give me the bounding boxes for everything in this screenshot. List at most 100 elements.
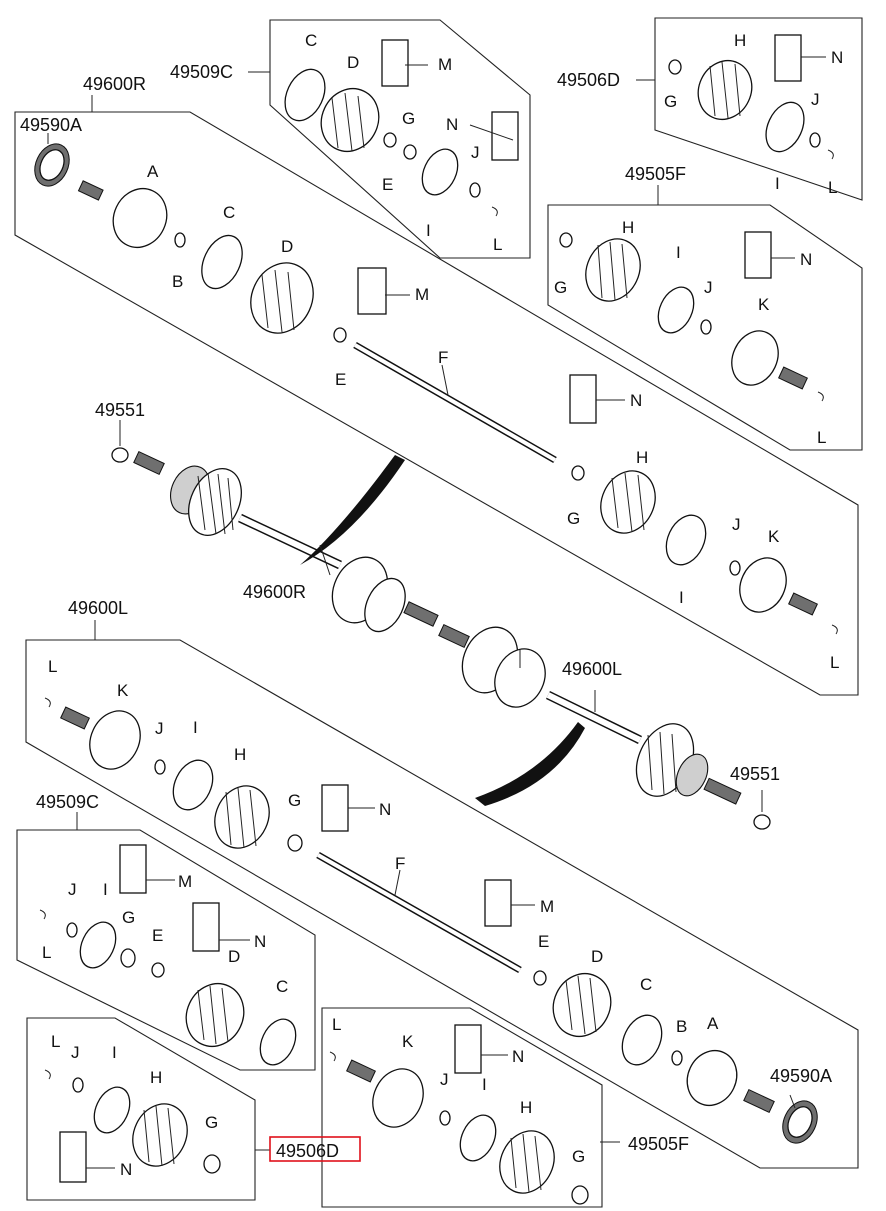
letter-h: H — [636, 448, 648, 467]
front-left-driveshaft — [438, 623, 771, 830]
letter-g-kit-top: G — [402, 109, 415, 128]
letter-g-bottom: G — [288, 791, 301, 810]
label-nut-49551-top: 49551 — [95, 400, 145, 420]
highlight-box-49506d — [269, 1136, 361, 1162]
letter-j-d-bottom: J — [71, 1043, 80, 1062]
letter-k-f-top: K — [758, 295, 770, 314]
letter-c-bottom: C — [640, 975, 652, 994]
nut-49551-top — [111, 447, 129, 463]
leader-lines — [47, 56, 826, 1169]
letter-a: A — [147, 162, 159, 181]
letter-i-kit-bottom: I — [103, 880, 108, 899]
letter-n: N — [630, 391, 642, 410]
letter-i-d-bottom: I — [112, 1043, 117, 1062]
letter-k-bottom: K — [117, 681, 129, 700]
kit-49505f-bottom-box — [321, 1007, 603, 1208]
outer-cv-joint-top — [112, 188, 168, 248]
letter-l-d-top: L — [828, 178, 837, 197]
letter-i-d-top: I — [775, 174, 780, 193]
letter-c-kit-top: C — [305, 31, 317, 50]
letter-n-f-bottom: N — [512, 1047, 524, 1066]
front-right-driveshaft — [111, 447, 439, 633]
letter-g-d-bottom: G — [205, 1113, 218, 1132]
letter-h-d-top: H — [734, 31, 746, 50]
letter-g-f-top: G — [554, 278, 567, 297]
indicator-arrow-top — [300, 455, 405, 565]
label-kit-49506d-bottom: 49506D — [276, 1141, 339, 1161]
label-assy-49600l-mid: 49600L — [562, 659, 622, 679]
letter-l: L — [830, 653, 839, 672]
letter-l-kit-top: L — [493, 235, 502, 254]
letter-i-f-bottom: I — [482, 1075, 487, 1094]
letter-n-f-top: N — [800, 250, 812, 269]
letter-f-bottom: F — [395, 854, 405, 873]
letter-i-kit-top: I — [426, 221, 431, 240]
letter-j-d-top: J — [811, 90, 820, 109]
letter-i: I — [679, 588, 684, 607]
letter-l-bottom: L — [48, 657, 57, 676]
letter-k-f-bottom: K — [402, 1032, 414, 1051]
letter-l-f-bottom: L — [332, 1015, 341, 1034]
letter-m-bottom: M — [540, 897, 554, 916]
letter-c-kit-bottom: C — [276, 977, 288, 996]
kit-49509c-top-box — [269, 19, 531, 259]
tripod-joint-k-bottom — [89, 710, 141, 770]
letter-n-kit-bottom: N — [254, 932, 266, 951]
letter-a-bottom: A — [707, 1014, 719, 1033]
letter-h-bottom: H — [234, 745, 246, 764]
letter-j-bottom: J — [155, 719, 164, 738]
kit-49506d-top-box — [654, 17, 863, 201]
label-kit-49509c-bottom: 49509C — [36, 792, 99, 812]
label-kit-49506d-top: 49506D — [557, 70, 620, 90]
label-kit-49505f-top: 49505F — [625, 164, 686, 184]
label-nut-49551-bottom: 49551 — [730, 764, 780, 784]
letter-g-f-bottom: G — [572, 1147, 585, 1166]
letter-l-kit-bottom: L — [42, 943, 51, 962]
letter-d-kit-top: D — [347, 53, 359, 72]
letter-d: D — [281, 237, 293, 256]
letter-n-bottom: N — [379, 800, 391, 819]
kit-49505f-top-box — [547, 204, 863, 451]
letter-b: B — [172, 272, 183, 291]
letter-h-f-bottom: H — [520, 1098, 532, 1117]
letter-i-f-top: I — [676, 243, 681, 262]
letter-h-d-bottom: H — [150, 1068, 162, 1087]
label-ring-49590a-bottom: 49590A — [770, 1066, 832, 1086]
letter-n-d-top: N — [831, 48, 843, 67]
letter-e-kit-bottom: E — [152, 926, 163, 945]
letter-b-bottom: B — [676, 1017, 687, 1036]
label-assy-49600r-mid: 49600R — [243, 582, 306, 602]
letter-l-d-bottom: L — [51, 1032, 60, 1051]
letter-g-kit-bottom: G — [122, 908, 135, 927]
letter-g: G — [567, 509, 580, 528]
letter-n-kit-top: N — [446, 115, 458, 134]
letter-i-bottom: I — [193, 718, 198, 737]
letter-c: C — [223, 203, 235, 222]
nut-49551-bottom — [753, 814, 771, 830]
letter-d-kit-bottom: D — [228, 947, 240, 966]
label-kit-49509c-top: 49509C — [170, 62, 233, 82]
letter-d-bottom: D — [591, 947, 603, 966]
letter-j-kit-bottom: J — [68, 880, 77, 899]
letter-j: J — [732, 515, 741, 534]
letter-n-d-bottom: N — [120, 1160, 132, 1179]
letter-j-f-bottom: J — [440, 1070, 449, 1089]
label-assy-49600l-top: 49600L — [68, 598, 128, 618]
letter-j-f-top: J — [704, 278, 713, 297]
letter-e-bottom: E — [538, 932, 549, 951]
letter-m-kit-bottom: M — [178, 872, 192, 891]
letter-l-f-top: L — [817, 428, 826, 447]
grease-m-top — [357, 267, 387, 315]
letter-j-kit-top: J — [471, 143, 480, 162]
letter-m-kit-top: M — [438, 55, 452, 74]
indicator-arrow-bottom — [475, 722, 585, 806]
letter-f: F — [438, 348, 448, 367]
letter-m: M — [415, 285, 429, 304]
letter-h-f-top: H — [622, 218, 634, 237]
letter-e: E — [335, 370, 346, 389]
assy-49600l-top-box — [25, 639, 859, 1169]
label-ring-49590a-top: 49590A — [20, 115, 82, 135]
label-kit-49505f-bottom: 49505F — [628, 1134, 689, 1154]
label-assy-49600r-top: 49600R — [83, 74, 146, 94]
